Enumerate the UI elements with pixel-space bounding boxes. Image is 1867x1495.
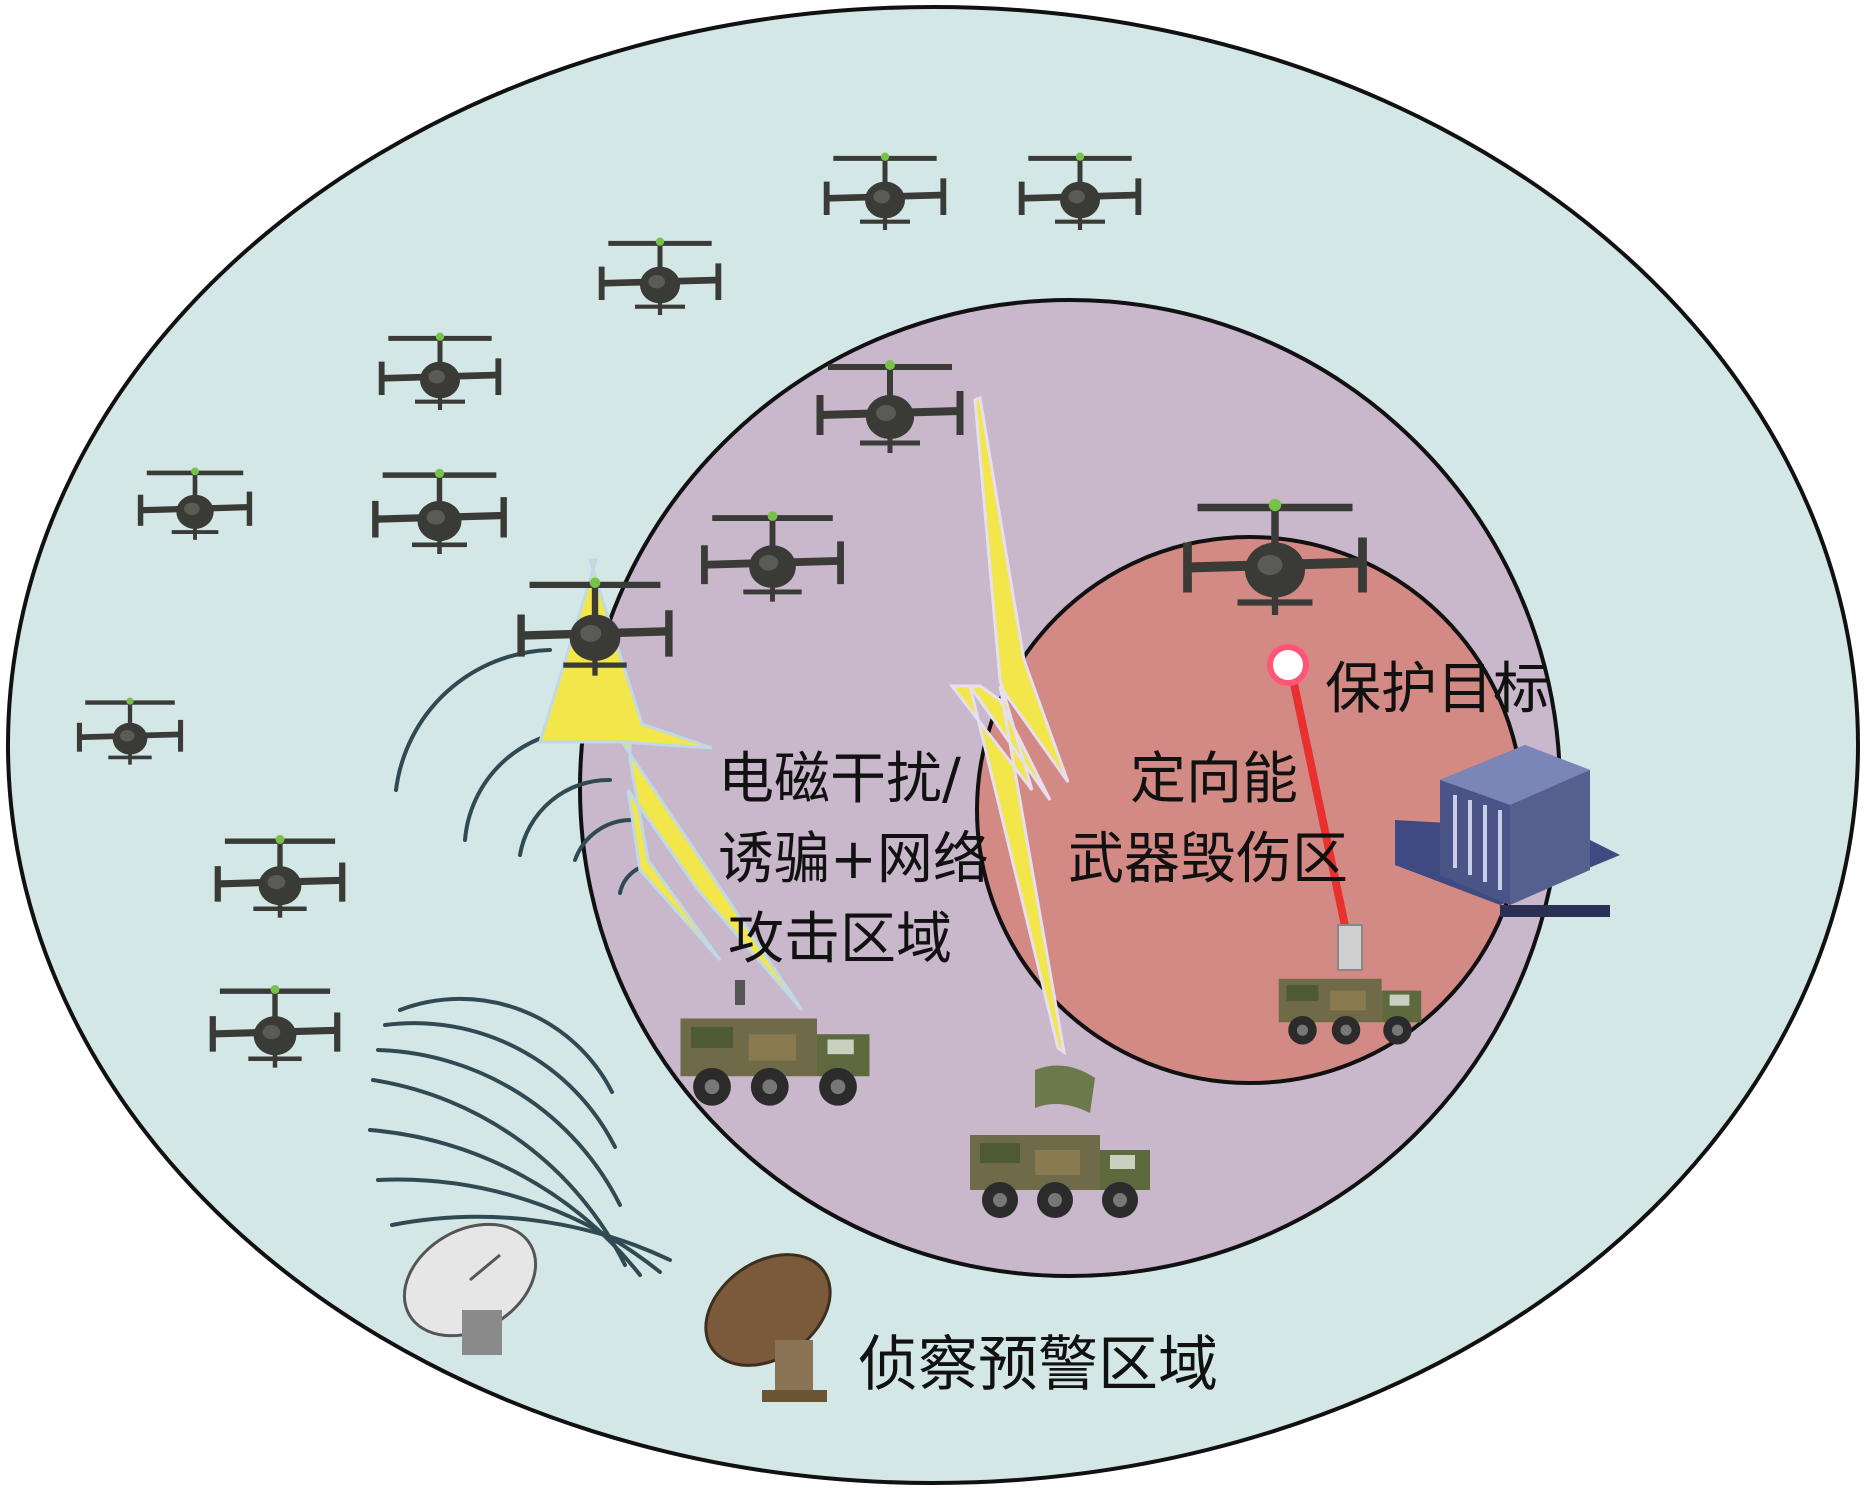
- satellite-dish-icon: [402, 1222, 538, 1355]
- middle-zone-label-line1: 电磁干扰/: [718, 747, 961, 812]
- laser-weapon-vehicle-icon: [1278, 924, 1422, 1045]
- outer-zone-label: 侦察预警区域: [858, 1330, 1218, 1400]
- electronic-warfare-vehicle-icon: [680, 980, 870, 1106]
- middle-zone-label-line3: 攻击区域: [728, 907, 952, 972]
- laser-impact-flash: [1267, 644, 1309, 686]
- lightning-bolt-em-right: [948, 395, 1070, 1056]
- middle-zone-label-line2: 诱骗+网络: [718, 827, 989, 892]
- satellite-dish-icon: [704, 1253, 832, 1402]
- radar-wave-arcs-lower: [368, 996, 672, 1277]
- laser-beam: [1286, 664, 1352, 941]
- protected-building-icon: [1395, 745, 1620, 917]
- inner-zone-label: 保护目标: [1325, 657, 1549, 722]
- radar-vehicle-icon: [970, 1065, 1150, 1218]
- energy-zone-label-line1: 定向能: [1130, 747, 1298, 812]
- lightning-bolt-em-left: [537, 558, 804, 1011]
- energy-zone-label-line2: 武器毁伤区: [1068, 827, 1348, 892]
